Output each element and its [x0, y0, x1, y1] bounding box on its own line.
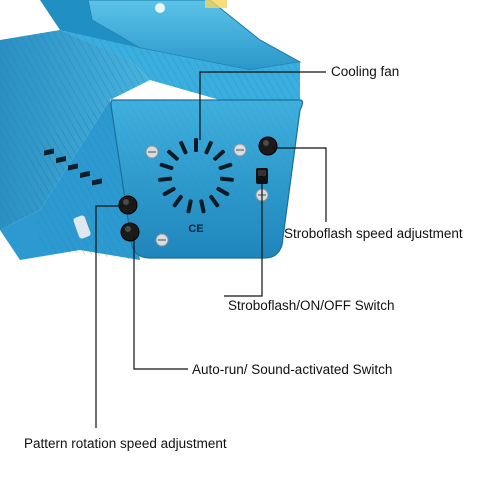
stroboflash-speed-knob[interactable] [258, 136, 278, 156]
housing-top [60, 30, 300, 100]
callout-line-cooling-fan [199, 71, 326, 140]
side-vent-slots [44, 148, 102, 186]
autorun-switch-knob[interactable] [120, 222, 140, 242]
cooling-fan-label: Cooling fan [331, 64, 400, 79]
stroboflash-speed-label: Stroboflash speed adjustment [284, 226, 463, 241]
knob-icon[interactable] [118, 195, 138, 215]
callout-line-autorun [133, 236, 188, 370]
knob-icon[interactable] [120, 222, 140, 242]
ce-mark: CE [188, 223, 203, 235]
autorun-switch-label: Auto-run/ Sound-activated Switch [192, 362, 393, 377]
housing-left [0, 30, 150, 260]
stroboflash-switch-label: Stroboflash/ON/OFF Switch [228, 298, 395, 313]
callout-line-stroboflash-switch [224, 178, 263, 297]
callout-line-pattern-rotation [95, 205, 124, 428]
label-sticker [73, 215, 91, 239]
stroboflash-toggle-switch[interactable] [256, 168, 268, 184]
bracket-screw-icon [155, 3, 165, 13]
cooling-fan-vent-icon [158, 138, 234, 214]
callout-lines [95, 71, 327, 428]
knob-icon[interactable] [258, 136, 278, 156]
rear-panel: CE [110, 99, 304, 259]
pattern-rotation-label: Pattern rotation speed adjustment [24, 436, 227, 451]
callout-line-stroboflash-speed [272, 147, 327, 222]
pattern-rotation-knob[interactable] [118, 195, 138, 215]
